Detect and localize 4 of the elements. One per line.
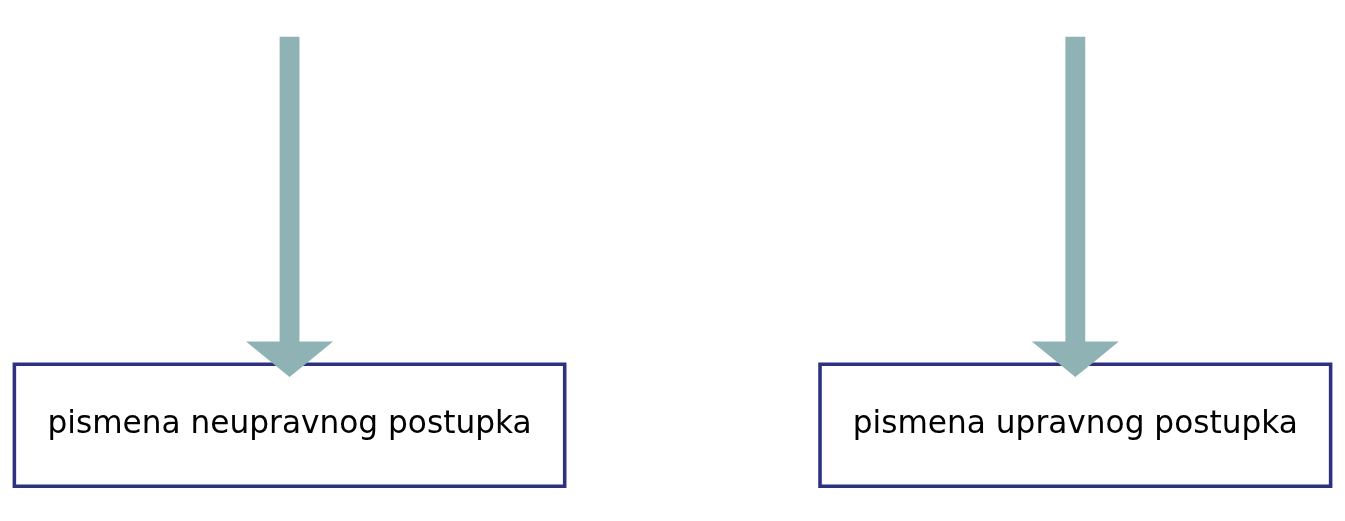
- arrow: [1031, 36, 1119, 377]
- node-box: pismena neupravnog postupka: [12, 362, 567, 488]
- node-box: pismena upravnog postupka: [818, 362, 1333, 488]
- arrow: [246, 36, 334, 377]
